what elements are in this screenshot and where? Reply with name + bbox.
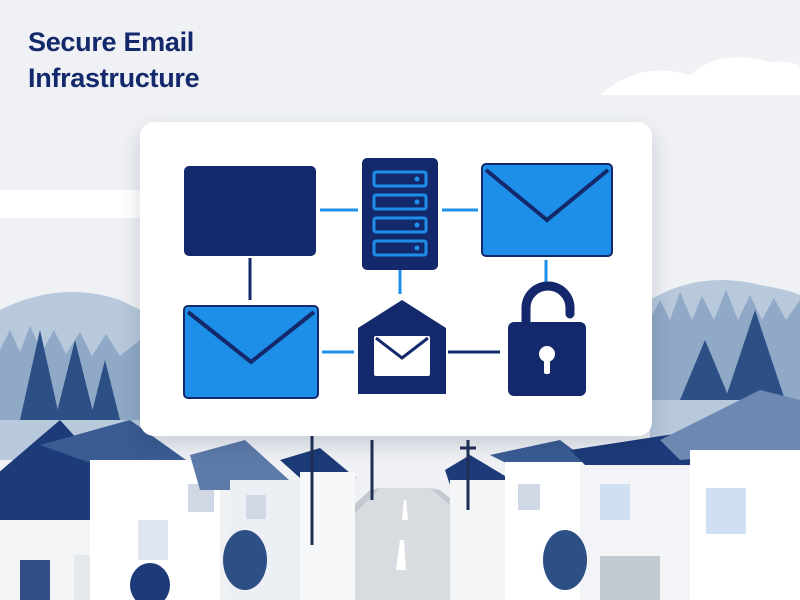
- unlocked-padlock-icon: [508, 281, 586, 396]
- window-icon: [184, 166, 316, 256]
- page-title: Secure Email Infrastructure: [28, 24, 200, 96]
- server-rack-icon: [362, 158, 438, 270]
- envelope-icon: [183, 305, 319, 399]
- infrastructure-diagram: [183, 158, 613, 399]
- diagram-card: [140, 122, 652, 436]
- envelope-icon: [481, 163, 613, 257]
- connector-lines: [248, 208, 548, 354]
- title-line-2: Infrastructure: [28, 63, 200, 93]
- mailbox-envelope-icon: [358, 300, 446, 394]
- title-line-1: Secure Email: [28, 27, 194, 57]
